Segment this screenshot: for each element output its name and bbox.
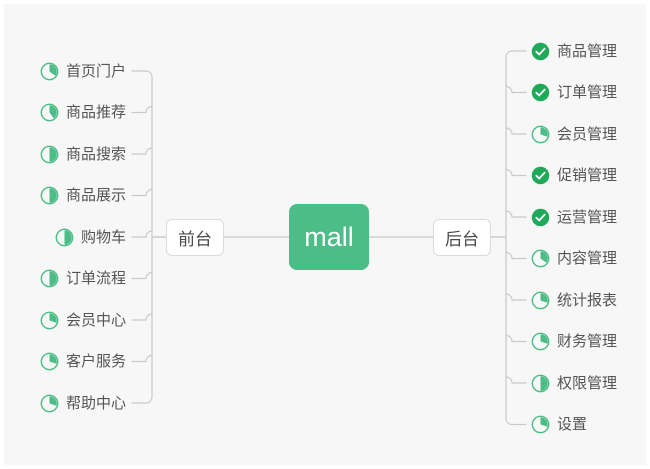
mindmap-leaf-right[interactable]: 权限管理 bbox=[531, 372, 617, 394]
pie-progress-icon bbox=[40, 352, 59, 371]
center-node[interactable]: mall bbox=[289, 204, 369, 270]
pie-progress-icon bbox=[55, 228, 74, 246]
mindmap-leaf-right[interactable]: 运营管理 bbox=[531, 206, 617, 228]
mindmap-leaf-label: 统计报表 bbox=[557, 291, 618, 309]
pie-progress-icon bbox=[40, 103, 59, 122]
pie-progress-icon bbox=[531, 249, 550, 268]
mindmap-leaf-left[interactable]: 首页门户 bbox=[40, 60, 126, 82]
mindmap-leaf-right[interactable]: 会员管理 bbox=[531, 123, 617, 145]
pie-progress-icon bbox=[531, 291, 550, 309]
mindmap-leaf-label: 财务管理 bbox=[557, 333, 618, 350]
mindmap-leaf-right[interactable]: 商品管理 bbox=[531, 40, 617, 62]
mindmap-leaf-left[interactable]: 商品搜索 bbox=[40, 143, 126, 165]
check-circle-icon bbox=[531, 208, 550, 226]
mindmap-leaf-label: 权限管理 bbox=[557, 374, 618, 392]
mindmap-leaf-right[interactable]: 内容管理 bbox=[531, 248, 617, 270]
mindmap-leaf-right[interactable]: 财务管理 bbox=[531, 331, 617, 353]
pie-progress-icon bbox=[531, 125, 550, 143]
mindmap-leaf-right[interactable]: 统计报表 bbox=[531, 289, 617, 311]
mindmap-leaf-label: 内容管理 bbox=[557, 250, 618, 267]
mindmap-leaf-label: 购物车 bbox=[80, 228, 126, 246]
check-circle-icon bbox=[531, 83, 550, 102]
mindmap-leaf-left[interactable]: 客户服务 bbox=[40, 351, 126, 373]
mindmap-leaf-label: 商品推荐 bbox=[65, 104, 126, 121]
mindmap-leaf-label: 帮助中心 bbox=[65, 394, 126, 412]
mindmap-leaf-label: 运营管理 bbox=[557, 208, 618, 226]
mindmap-leaf-left[interactable]: 订单流程 bbox=[40, 268, 126, 290]
pie-progress-icon bbox=[531, 374, 550, 392]
mindmap-leaf-left[interactable]: 商品展示 bbox=[40, 185, 126, 207]
pie-progress-icon bbox=[40, 62, 59, 80]
mindmap-leaf-left[interactable]: 商品推荐 bbox=[40, 102, 126, 124]
branch-box-frontend-label: 前台 bbox=[178, 230, 212, 249]
mindmap-leaf-label: 首页门户 bbox=[65, 62, 126, 80]
branch-box-backend-label: 后台 bbox=[445, 230, 479, 249]
check-circle-icon bbox=[531, 166, 550, 185]
pie-progress-icon bbox=[40, 311, 59, 329]
branch-box-frontend[interactable]: 前台 bbox=[166, 219, 224, 256]
mindmap-leaf-label: 会员中心 bbox=[65, 311, 126, 329]
mindmap-leaf-left[interactable]: 购物车 bbox=[55, 226, 126, 248]
mindmap-leaf-right[interactable]: 促销管理 bbox=[531, 165, 617, 187]
mindmap-leaf-left[interactable]: 帮助中心 bbox=[40, 392, 126, 414]
mindmap-leaf-label: 商品展示 bbox=[65, 187, 126, 204]
pie-progress-icon bbox=[40, 269, 59, 288]
pie-progress-icon bbox=[40, 145, 59, 163]
mindmap-leaf-label: 客户服务 bbox=[65, 353, 126, 370]
mindmap-leaf-right[interactable]: 订单管理 bbox=[531, 82, 617, 104]
center-node-label: mall bbox=[304, 221, 354, 252]
mindmap-leaf-right[interactable]: 设置 bbox=[531, 414, 587, 436]
mindmap-leaf-label: 设置 bbox=[557, 416, 588, 433]
pie-progress-icon bbox=[40, 186, 59, 205]
mindmap-leaf-label: 促销管理 bbox=[557, 167, 618, 184]
check-circle-icon bbox=[531, 42, 550, 60]
mindmap-leaf-label: 商品管理 bbox=[557, 42, 618, 60]
mindmap-leaf-label: 商品搜索 bbox=[65, 145, 126, 163]
mindmap-leaf-label: 订单管理 bbox=[557, 84, 618, 101]
mindmap-leaf-label: 订单流程 bbox=[65, 270, 126, 287]
mindmap-leaf-left[interactable]: 会员中心 bbox=[40, 309, 126, 331]
branch-box-backend[interactable]: 后台 bbox=[433, 219, 491, 256]
pie-progress-icon bbox=[531, 415, 550, 434]
pie-progress-icon bbox=[531, 332, 550, 351]
pie-progress-icon bbox=[40, 394, 59, 412]
mindmap-leaf-label: 会员管理 bbox=[557, 125, 618, 143]
